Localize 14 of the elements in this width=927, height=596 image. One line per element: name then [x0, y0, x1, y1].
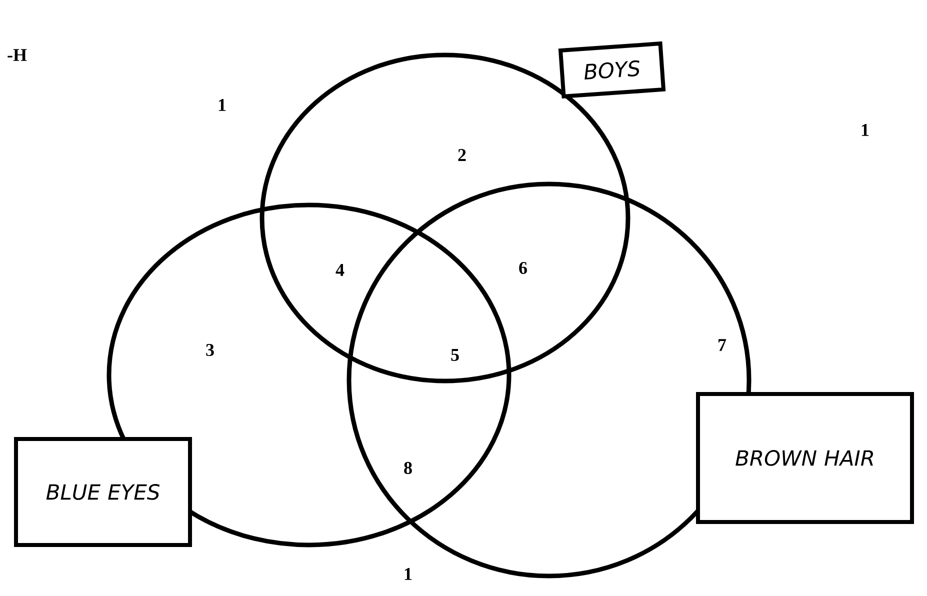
heading-text: -H [8, 49, 27, 61]
label-box: BLUE EYES [14, 436, 192, 547]
region-number: 1 [862, 124, 869, 136]
region-number: 6 [519, 262, 527, 274]
region-number: 2 [458, 149, 466, 161]
region-number: 8 [404, 462, 412, 474]
region-number: 3 [206, 344, 214, 356]
circle [106, 202, 512, 548]
region-number: 4 [336, 264, 344, 276]
label-box: BROWN HAIR [696, 392, 914, 524]
region-number: 7 [718, 339, 726, 351]
region-number: 5 [451, 349, 459, 361]
region-number: 1 [404, 568, 412, 580]
region-number: 1 [218, 99, 226, 111]
